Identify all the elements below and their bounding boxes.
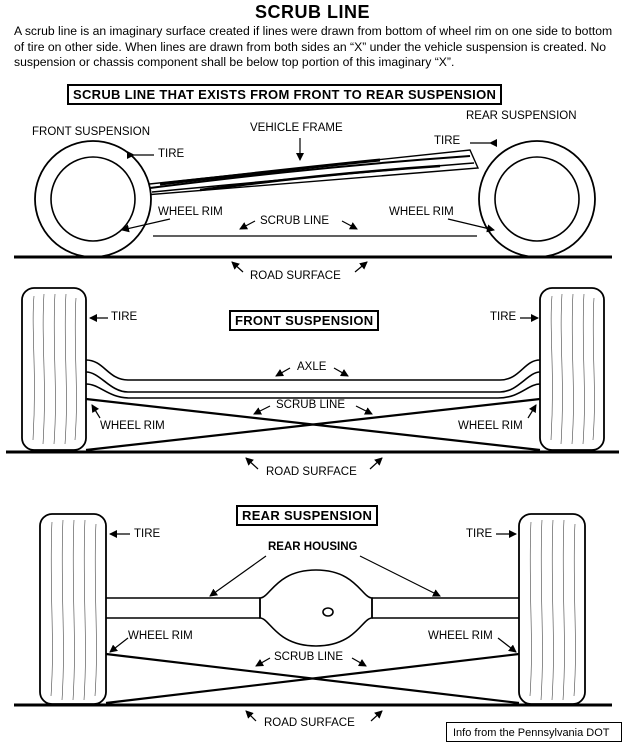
rear-housing-shape — [106, 569, 519, 647]
wheel-rim-label-front-left: WHEEL RIM — [100, 420, 165, 432]
wheel-rim-label-front-right: WHEEL RIM — [458, 420, 523, 432]
tire-label-front-right: TIRE — [490, 311, 517, 323]
front-left-tire — [21, 287, 87, 451]
scrub-line-label-2: SCRUB LINE — [276, 399, 346, 411]
road-surface-label-1: ROAD SURFACE — [250, 270, 341, 282]
axle-label: AXLE — [297, 361, 327, 373]
scrub-line-label-1: SCRUB LINE — [260, 215, 330, 227]
wheel-rim-label-rear-right: WHEEL RIM — [428, 630, 493, 642]
section3-heading: REAR SUSPENSION — [236, 505, 379, 526]
rear-suspension-diagram — [14, 513, 612, 722]
front-suspension-label: FRONT SUSPENSION — [32, 126, 150, 138]
section2-heading: FRONT SUSPENSION — [229, 310, 380, 331]
source-credit: Info from the Pennsylvania DOT — [446, 722, 622, 742]
tire-label-rear-left: TIRE — [134, 528, 161, 540]
front-suspension-diagram — [6, 287, 619, 470]
tire-label-rear-right: TIRE — [466, 528, 493, 540]
page-title: SCRUB LINE — [254, 2, 370, 22]
scrub-line-label-3: SCRUB LINE — [274, 651, 344, 663]
front-axle-shape — [85, 359, 541, 399]
side-view-diagram — [14, 138, 612, 273]
tire-label-rear: TIRE — [434, 135, 461, 147]
tire-label-front-left: TIRE — [111, 311, 138, 323]
wheel-rim-label-rear: WHEEL RIM — [389, 206, 454, 218]
wheel-rim-label-rear-left: WHEEL RIM — [128, 630, 193, 642]
rear-suspension-label: REAR SUSPENSION — [466, 110, 577, 122]
vehicle-frame-label: VEHICLE FRAME — [250, 122, 343, 134]
intro-paragraph: A scrub line is an imaginary surface cre… — [14, 24, 613, 69]
road-surface-label-2: ROAD SURFACE — [266, 466, 357, 478]
section1-heading: SCRUB LINE THAT EXISTS FROM FRONT TO REA… — [67, 84, 503, 105]
front-wheel — [34, 140, 152, 258]
rear-wheel — [478, 140, 596, 258]
road-surface-label-3: ROAD SURFACE — [264, 717, 355, 729]
vehicle-frame-shape — [138, 149, 480, 196]
wheel-rim-label-front: WHEEL RIM — [158, 206, 223, 218]
front-right-tire — [539, 287, 605, 451]
rear-housing-label: REAR HOUSING — [268, 541, 358, 553]
tire-label-front: TIRE — [158, 148, 185, 160]
